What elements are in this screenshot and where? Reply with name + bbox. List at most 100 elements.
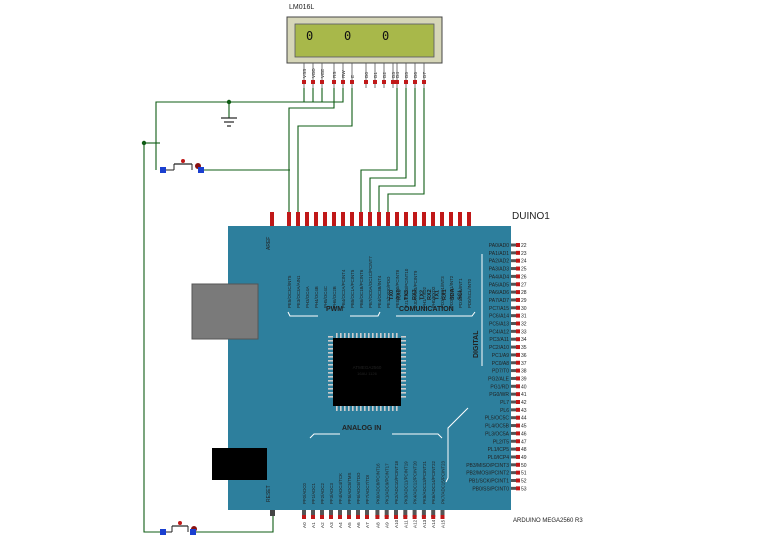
- pushbutton-icon[interactable]: [160, 521, 197, 535]
- board-right-pin-label: PA4/AD4: [489, 274, 509, 280]
- board-right-pin-number: 26: [521, 274, 527, 280]
- pin-marker: [356, 515, 360, 519]
- pin-stub: [368, 212, 372, 226]
- pin-marker: [516, 407, 520, 412]
- pin-stub: [511, 274, 516, 278]
- board-right-pin-number: 40: [521, 384, 527, 390]
- board-bottom-pin-number: A10: [394, 519, 399, 528]
- board-top-pin: PE5/OC3C/INT5: [287, 212, 292, 308]
- board-top-pin: PH5/OC4C: [323, 212, 328, 308]
- board-bottom-pin-number: A7: [365, 522, 370, 528]
- chip-label-2: 16AU 1126: [357, 371, 377, 376]
- wire-d5: [369, 88, 407, 212]
- lcd-pin: RS: [332, 63, 337, 88]
- board-right-pin-label: PC4/A12: [489, 329, 509, 335]
- pin-marker: [404, 80, 408, 84]
- board-bottom-pin-number: A15: [441, 519, 446, 528]
- pin-marker: [347, 515, 351, 519]
- board-bottom-pin-number: A9: [385, 522, 390, 528]
- pin-marker: [516, 447, 520, 452]
- pin-marker: [516, 478, 520, 483]
- lcd-pin: RW: [341, 63, 346, 88]
- lcd-pin-label: VDD: [311, 68, 316, 78]
- pin-stub: [350, 212, 354, 226]
- pin-stub: [314, 212, 318, 226]
- board-top-pin: PD2/RXD1/INT2: [449, 212, 454, 308]
- lcd-pin-label: D3: [391, 72, 396, 78]
- board-right-pin-label: PC6/A14: [489, 314, 509, 320]
- board-top-pin-label: PH3/OC4A: [305, 286, 310, 308]
- pin-marker: [516, 321, 520, 326]
- board-top-pin-label: PE5/OC3C/INT5: [287, 275, 292, 308]
- wire-vss: [228, 88, 305, 118]
- lcd-pin-label: D0: [364, 72, 369, 78]
- pin-marker: [421, 515, 426, 519]
- board-right-pin-number: 44: [521, 416, 527, 422]
- ground-icon: [221, 117, 237, 127]
- board-top-pin-label: PD2/RXD1/INT2: [449, 275, 454, 308]
- board-model-label: ARDUINO MEGA2560 R3: [513, 518, 583, 524]
- pin-stub: [332, 212, 336, 226]
- pushbutton-icon[interactable]: [160, 159, 204, 173]
- pin-stub: [287, 212, 291, 226]
- pin-stub: [511, 471, 516, 475]
- pin-marker: [516, 297, 520, 302]
- pin-stub: [365, 510, 369, 517]
- board-bottom-pin-label: PF1/ADC1: [311, 482, 316, 504]
- board-top-pin: PE0/RXD0/PCINT8: [395, 212, 400, 308]
- pin-stub: [511, 322, 516, 325]
- wire-d4: [360, 88, 398, 212]
- pin-marker: [516, 250, 520, 255]
- board-right-pin-number: 41: [521, 392, 527, 398]
- arduino-board[interactable]: DUINO1 ATMEGA2560 16AU 1126 PWM COMUNICA…: [191, 211, 583, 528]
- pin-stub: [511, 424, 516, 428]
- pin-stub: [323, 212, 327, 226]
- board-bottom-pin-label: PK4/ADC12/PCINT20: [413, 460, 418, 504]
- pin-marker: [516, 423, 520, 428]
- board-right-pin-number: 43: [521, 408, 527, 414]
- board-right-pin-label: PL0/ICP4: [488, 455, 510, 461]
- lcd-pin: D0: [364, 63, 369, 88]
- pin-stub: [511, 282, 516, 286]
- board-right-pin-number: 45: [521, 424, 527, 430]
- pin-stub: [302, 510, 306, 517]
- board-right-pin-number: 38: [521, 369, 527, 375]
- pin-stub: [404, 212, 408, 226]
- board-right-pin-label: PL7: [500, 400, 509, 406]
- board-right-pin-label: PC5/A13: [489, 322, 509, 328]
- board-right-pin-number: 22: [521, 243, 527, 249]
- board-bottom-pin-number: A2: [320, 522, 325, 528]
- pin-stub: [422, 212, 426, 226]
- pin-marker: [373, 80, 377, 84]
- pin-marker: [516, 313, 520, 318]
- board-top-pin-label: PE1/TXD0/PDO: [386, 276, 391, 308]
- lcd-pin: VDD: [311, 63, 316, 88]
- board-right-pin-label: PA1/AD1: [489, 251, 509, 257]
- pin-stub: [338, 510, 342, 517]
- pin-marker: [516, 282, 520, 287]
- pin-marker: [516, 274, 520, 279]
- board-bottom-pin-label: PF6/ADC6/TDO: [356, 472, 361, 504]
- pin-marker: [516, 258, 520, 263]
- board-bottom-pin-label: PK6/ADC14/PCINT22: [431, 460, 436, 504]
- pin-stub: [511, 384, 516, 388]
- lcd-part-label: LM016L: [289, 4, 314, 11]
- board-top-pin-label: PH6/OC2B: [332, 286, 337, 308]
- board-right-pin-label: PC2/A10: [489, 345, 509, 351]
- board-top-pin: PD1/SDA/INT1: [458, 212, 463, 308]
- usb-connector-icon: [191, 283, 259, 340]
- board-top-pin: PE3/OC3A/AIN1: [296, 212, 301, 308]
- pin-stub: [511, 479, 516, 482]
- pin-marker: [516, 345, 520, 350]
- pin-marker: [516, 439, 520, 444]
- pin-marker: [350, 80, 354, 84]
- pin-marker: [516, 462, 520, 467]
- pin-marker: [516, 305, 520, 310]
- board-right-pin-label: PL5/OC5C: [485, 416, 510, 422]
